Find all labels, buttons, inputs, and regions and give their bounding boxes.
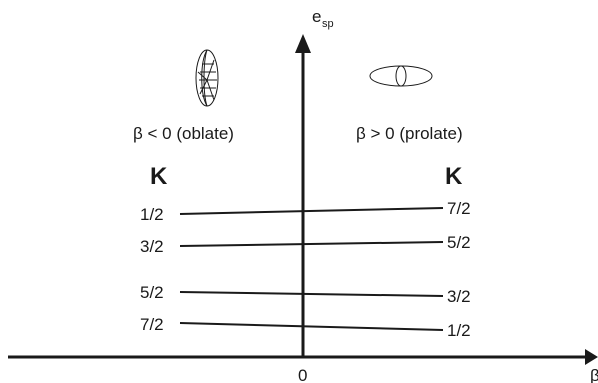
right-level-label: 1/2	[447, 321, 471, 340]
level-line-5-2-to-3-2	[179, 291, 444, 297]
k-header-right: K	[445, 163, 463, 190]
level-lines	[179, 207, 444, 331]
level-line-1-2-to-7-2	[179, 207, 444, 215]
left-level-label: 5/2	[140, 283, 164, 302]
left-level-label: 1/2	[140, 205, 164, 224]
prolate-region-label: β > 0 (prolate)	[356, 124, 463, 143]
level-line-3-2-to-5-2	[179, 241, 444, 247]
right-level-label: 3/2	[447, 287, 471, 306]
origin-label: 0	[298, 366, 307, 383]
vertical-axis-subscript: sp	[322, 18, 334, 30]
prolate-ellipsoid-icon	[369, 65, 433, 87]
vertical-axis-arrowhead	[295, 34, 311, 53]
k-header-left: K	[150, 163, 168, 190]
oblate-ellipsoid-icon	[195, 49, 219, 107]
oblate-region-label: β < 0 (oblate)	[133, 124, 234, 143]
vertical-axis-label: e	[312, 7, 321, 26]
left-level-label: 3/2	[140, 237, 164, 256]
right-level-label: 7/2	[447, 199, 471, 218]
horizontal-axis-label: β	[590, 366, 598, 383]
left-level-label: 7/2	[140, 315, 164, 334]
horizontal-axis-arrowhead	[585, 349, 598, 365]
right-level-label: 5/2	[447, 233, 471, 252]
level-line-7-2-to-1-2	[179, 322, 444, 331]
